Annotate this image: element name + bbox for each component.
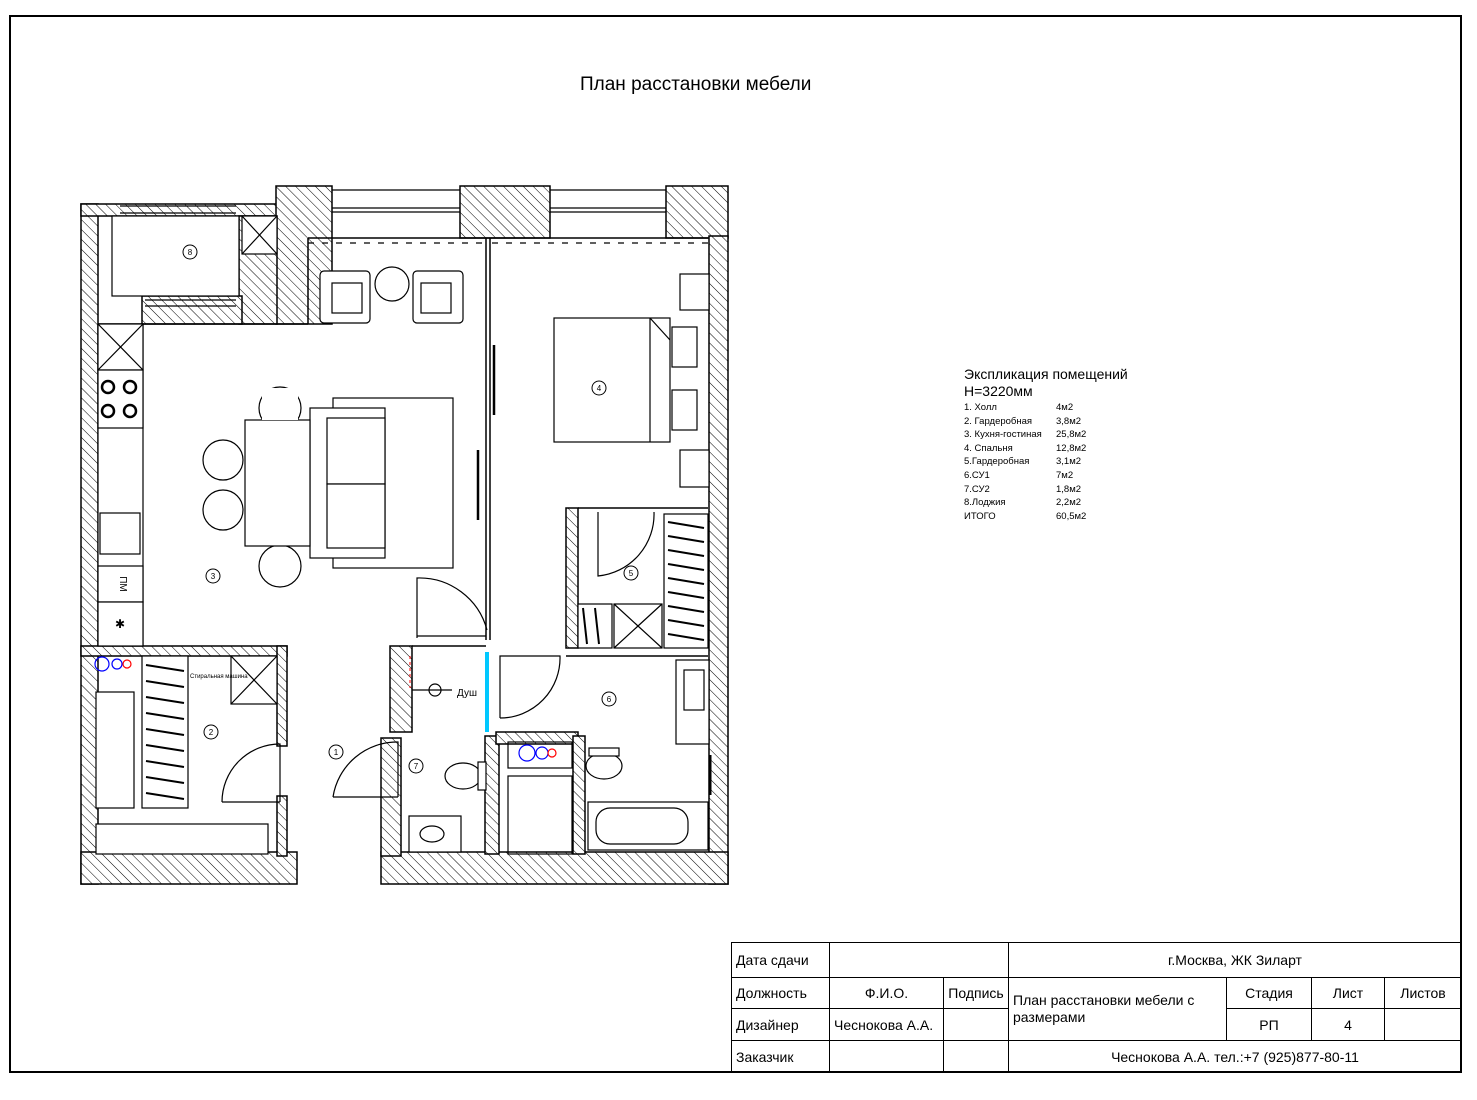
room-number-2: 2 [203,724,219,740]
wall-hall-shower [389,645,413,733]
svg-text:7: 7 [414,762,419,771]
wall-su1-div [572,735,586,855]
wall-wardrobe5-west [565,507,579,649]
bedroom-furniture [553,273,710,488]
svg-text:8: 8 [188,248,193,257]
sliding-doors [476,345,496,520]
sheet-value: 4 [1311,1008,1385,1041]
designer-contacts: Чеснокова А.А. тел.:+7 (925)877-80-11 [1008,1040,1462,1073]
explication-heading: Экспликация помещений [964,366,1128,382]
wall-wardrobe2-top [80,645,288,657]
bathroom-1 [585,659,712,851]
partitions [98,237,708,657]
explication-height: H=3220мм [964,383,1033,399]
title-block: Дата сдачи г.Москва, ЖК Зиларт Должность… [731,942,1462,1073]
position-label: Должность [731,977,830,1009]
svg-text:5: 5 [629,569,634,578]
designer-label: Дизайнер [731,1008,830,1041]
wall-south-right [380,851,729,885]
svg-text:1: 1 [334,748,339,757]
sheet-title: План расстановки мебели с размерами [1008,977,1227,1041]
dishwasher-label: ПМ [117,576,128,592]
wall-south-left [80,851,298,885]
room-number-4: 4 [591,380,607,396]
shower-label: Душ [457,688,477,699]
living-furniture [202,266,464,588]
kitchen [97,323,144,647]
designer-name: Чеснокова А.А. [829,1008,944,1041]
wall-wardrobe2-east-b [276,795,288,857]
stage-value: РП [1226,1008,1312,1041]
room-numbers: 1 2 3 4 5 6 7 8 [182,244,639,774]
sign-label: Подпись [943,977,1009,1009]
sheets-label: Листов [1384,977,1462,1009]
room-number-3: 3 [205,568,221,584]
room-number-7: 7 [408,758,424,774]
svg-text:3: 3 [211,572,216,581]
bathroom-2 [408,683,487,853]
wall-pier-right [665,185,729,239]
date-label: Дата сдачи [731,942,830,978]
windows [120,189,666,307]
wardrobe-5-hangers [582,521,705,645]
door-swings [221,511,655,803]
svg-text:2: 2 [209,728,214,737]
drawing-title: План расстановки мебели [580,74,812,95]
wardrobe-2-hangers [145,664,185,800]
wardrobe-2 [95,655,278,855]
wall-su2-east [484,735,500,855]
wall-wardrobe2-east [276,645,288,747]
washer-label: Стиральная машина [190,674,248,680]
room-number-1: 1 [328,744,344,760]
loggia-furniture [111,215,278,297]
room-number-6: 6 [601,691,617,707]
stage-label: Стадия [1226,977,1312,1009]
fio-label: Ф.И.О. [829,977,944,1009]
svg-text:4: 4 [597,384,602,393]
sheet-label: Лист [1311,977,1385,1009]
wall-pier-center [459,185,551,239]
svg-text:6: 6 [607,695,612,704]
water-risers-right [518,744,557,762]
client-label: Заказчик [731,1040,830,1073]
room-number-5: 5 [623,565,639,581]
water-risers-left [94,656,132,672]
room-number-8: 8 [182,244,198,260]
wall-east [708,235,729,885]
address: г.Москва, ЖК Зиларт [1008,942,1462,978]
fridge-mark: ✱ [115,617,125,631]
